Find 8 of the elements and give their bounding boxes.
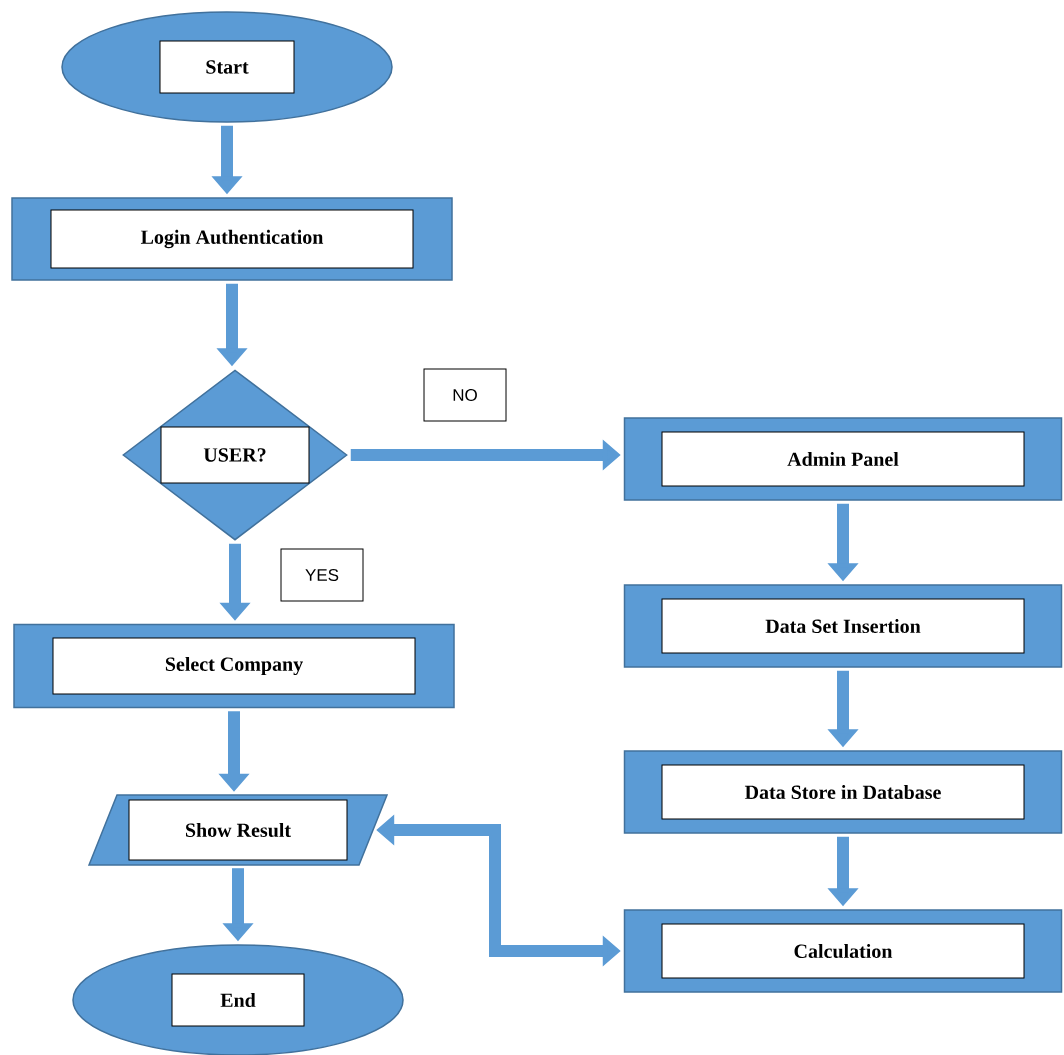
process-box: Calculation <box>623 909 1063 993</box>
process-box: Data Store in Database <box>623 750 1063 834</box>
process-box: Select Company <box>13 623 455 709</box>
edge-label: YES <box>280 548 364 602</box>
edge-label: NO <box>423 368 507 422</box>
process-box: Data Set Insertion <box>623 584 1063 668</box>
process-box: Admin Panel <box>623 417 1063 501</box>
process-box: Login Authentication <box>11 197 453 281</box>
